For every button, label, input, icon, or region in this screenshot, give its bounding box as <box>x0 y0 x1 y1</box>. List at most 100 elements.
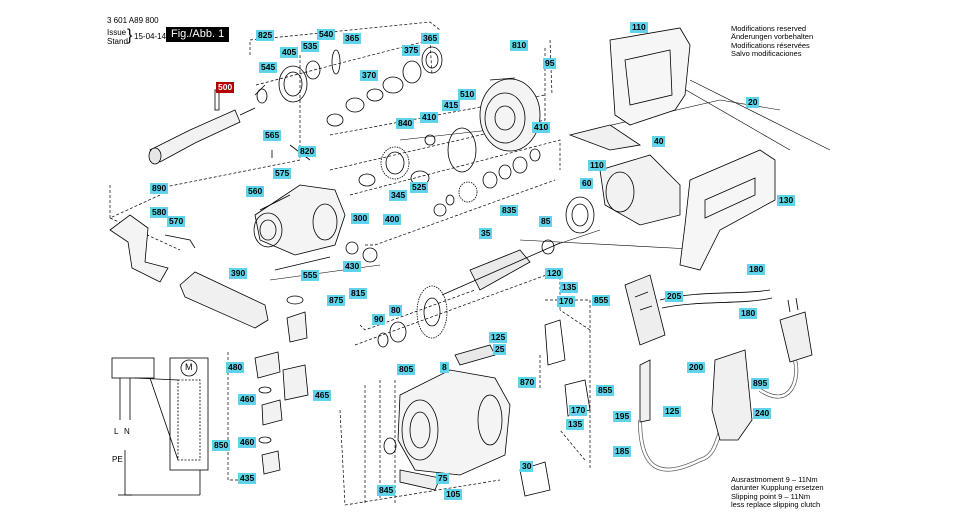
note-line: Salvo modificaciones <box>731 49 802 59</box>
part-callout: 75 <box>436 473 450 484</box>
issue-date: 15-04-14 <box>134 32 167 41</box>
note-line: Ausrastmoment 9 – 11Nm <box>731 475 818 484</box>
part-callout: 810 <box>510 40 529 51</box>
part-callout: 555 <box>301 270 320 281</box>
part-callout: 345 <box>389 190 408 201</box>
part-callout: 410 <box>532 122 551 133</box>
motor-housing-upper <box>568 27 691 151</box>
part-callout: 370 <box>360 70 379 81</box>
stator <box>565 154 681 234</box>
part-callout: 185 <box>613 446 632 457</box>
small-parts <box>254 144 311 475</box>
issue-brace: } <box>127 27 133 44</box>
part-callout: 525 <box>410 182 429 193</box>
part-callout: 480 <box>226 362 245 373</box>
part-callout: 465 <box>313 390 332 401</box>
spindle-assembly <box>148 84 266 165</box>
part-callout: 365 <box>421 33 440 44</box>
part-callout: 855 <box>596 385 615 396</box>
part-callout: 510 <box>458 89 477 100</box>
side-handle <box>109 214 331 329</box>
part-callout: 430 <box>343 261 362 272</box>
part-callout: 110 <box>588 160 606 171</box>
part-callout: 460 <box>238 437 257 448</box>
note-line: Modifications réservées <box>731 40 810 50</box>
part-callout: 95 <box>543 58 557 69</box>
part-callout: 540 <box>317 29 336 40</box>
part-callout: 8 <box>440 362 449 373</box>
part-callout: 35 <box>479 228 493 239</box>
part-callout: 200 <box>687 362 706 373</box>
brush-holders <box>519 319 591 497</box>
part-callout: 805 <box>397 364 416 375</box>
part-callout: 400 <box>383 214 402 225</box>
part-callout: 560 <box>246 186 265 197</box>
part-callout: 435 <box>238 473 257 484</box>
part-callout: 205 <box>665 291 684 302</box>
part-callout: 125 <box>663 406 682 417</box>
gear-housing <box>253 184 346 256</box>
part-callout: 410 <box>420 112 439 123</box>
part-callout: 890 <box>150 183 169 194</box>
part-callout: 130 <box>777 195 796 206</box>
motor-label: M <box>185 362 193 372</box>
part-callout: 240 <box>753 408 772 419</box>
part-callout: 405 <box>280 47 299 58</box>
clutch-housing <box>447 77 541 173</box>
pe-label: PE <box>112 455 123 464</box>
part-callout: 80 <box>389 305 403 316</box>
part-callout: 835 <box>500 205 519 216</box>
part-callout: 85 <box>539 216 553 227</box>
part-callout: 815 <box>349 288 368 299</box>
part-callout: 60 <box>580 178 594 189</box>
stand-label: Stand <box>107 37 128 46</box>
part-callout: 375 <box>402 45 421 56</box>
part-callout: 180 <box>739 308 758 319</box>
part-callout: 500 <box>216 82 235 93</box>
notes-top: Modifications reserved Änderungen vorbeh… <box>731 24 814 59</box>
part-callout: 170 <box>569 405 588 416</box>
part-callout: 575 <box>273 168 292 179</box>
part-callout: 25 <box>493 344 507 355</box>
note-line: less replace slipping clutch <box>731 500 821 510</box>
part-callout: 850 <box>212 440 231 451</box>
part-callout: 845 <box>377 485 396 496</box>
doc-number: 3 601 A89 800 <box>107 16 159 25</box>
part-callout: 135 <box>566 419 585 430</box>
armature <box>345 239 561 348</box>
part-callout: 875 <box>327 295 346 306</box>
part-callout: 195 <box>613 411 632 422</box>
note-line: Slipping point 9 – 11Nm <box>731 491 811 501</box>
part-callout: 20 <box>746 97 760 108</box>
part-callout: 565 <box>263 130 282 141</box>
part-callout: 30 <box>520 461 534 472</box>
switch-unit <box>624 274 666 346</box>
note-line: Änderungen vorbehalten <box>731 32 814 42</box>
part-callout: 870 <box>518 377 537 388</box>
power-cord <box>638 289 813 472</box>
part-callout: 40 <box>652 136 666 147</box>
figure-label: Fig./Abb. 1 <box>166 27 230 42</box>
part-callout: 415 <box>442 100 461 111</box>
wiring-diagram <box>111 357 209 496</box>
part-callout: 535 <box>301 41 320 52</box>
note-line: Modifications reserved <box>731 24 807 33</box>
part-callout: 545 <box>259 62 278 73</box>
part-callout: 170 <box>557 296 576 307</box>
part-callout: 820 <box>298 146 317 157</box>
part-callout: 110 <box>630 22 648 33</box>
terminal-l-label: L <box>114 427 119 436</box>
gear-set <box>358 134 541 217</box>
gearbox-cover <box>383 344 511 491</box>
part-callout: 125 <box>489 332 508 343</box>
part-callout: 855 <box>592 295 611 306</box>
part-callout: 580 <box>150 207 169 218</box>
part-callout: 390 <box>229 268 248 279</box>
rings-top <box>256 46 443 127</box>
part-callout: 90 <box>372 314 386 325</box>
part-callout: 300 <box>351 213 370 224</box>
part-callout: 120 <box>545 268 564 279</box>
part-callout: 105 <box>444 489 463 500</box>
